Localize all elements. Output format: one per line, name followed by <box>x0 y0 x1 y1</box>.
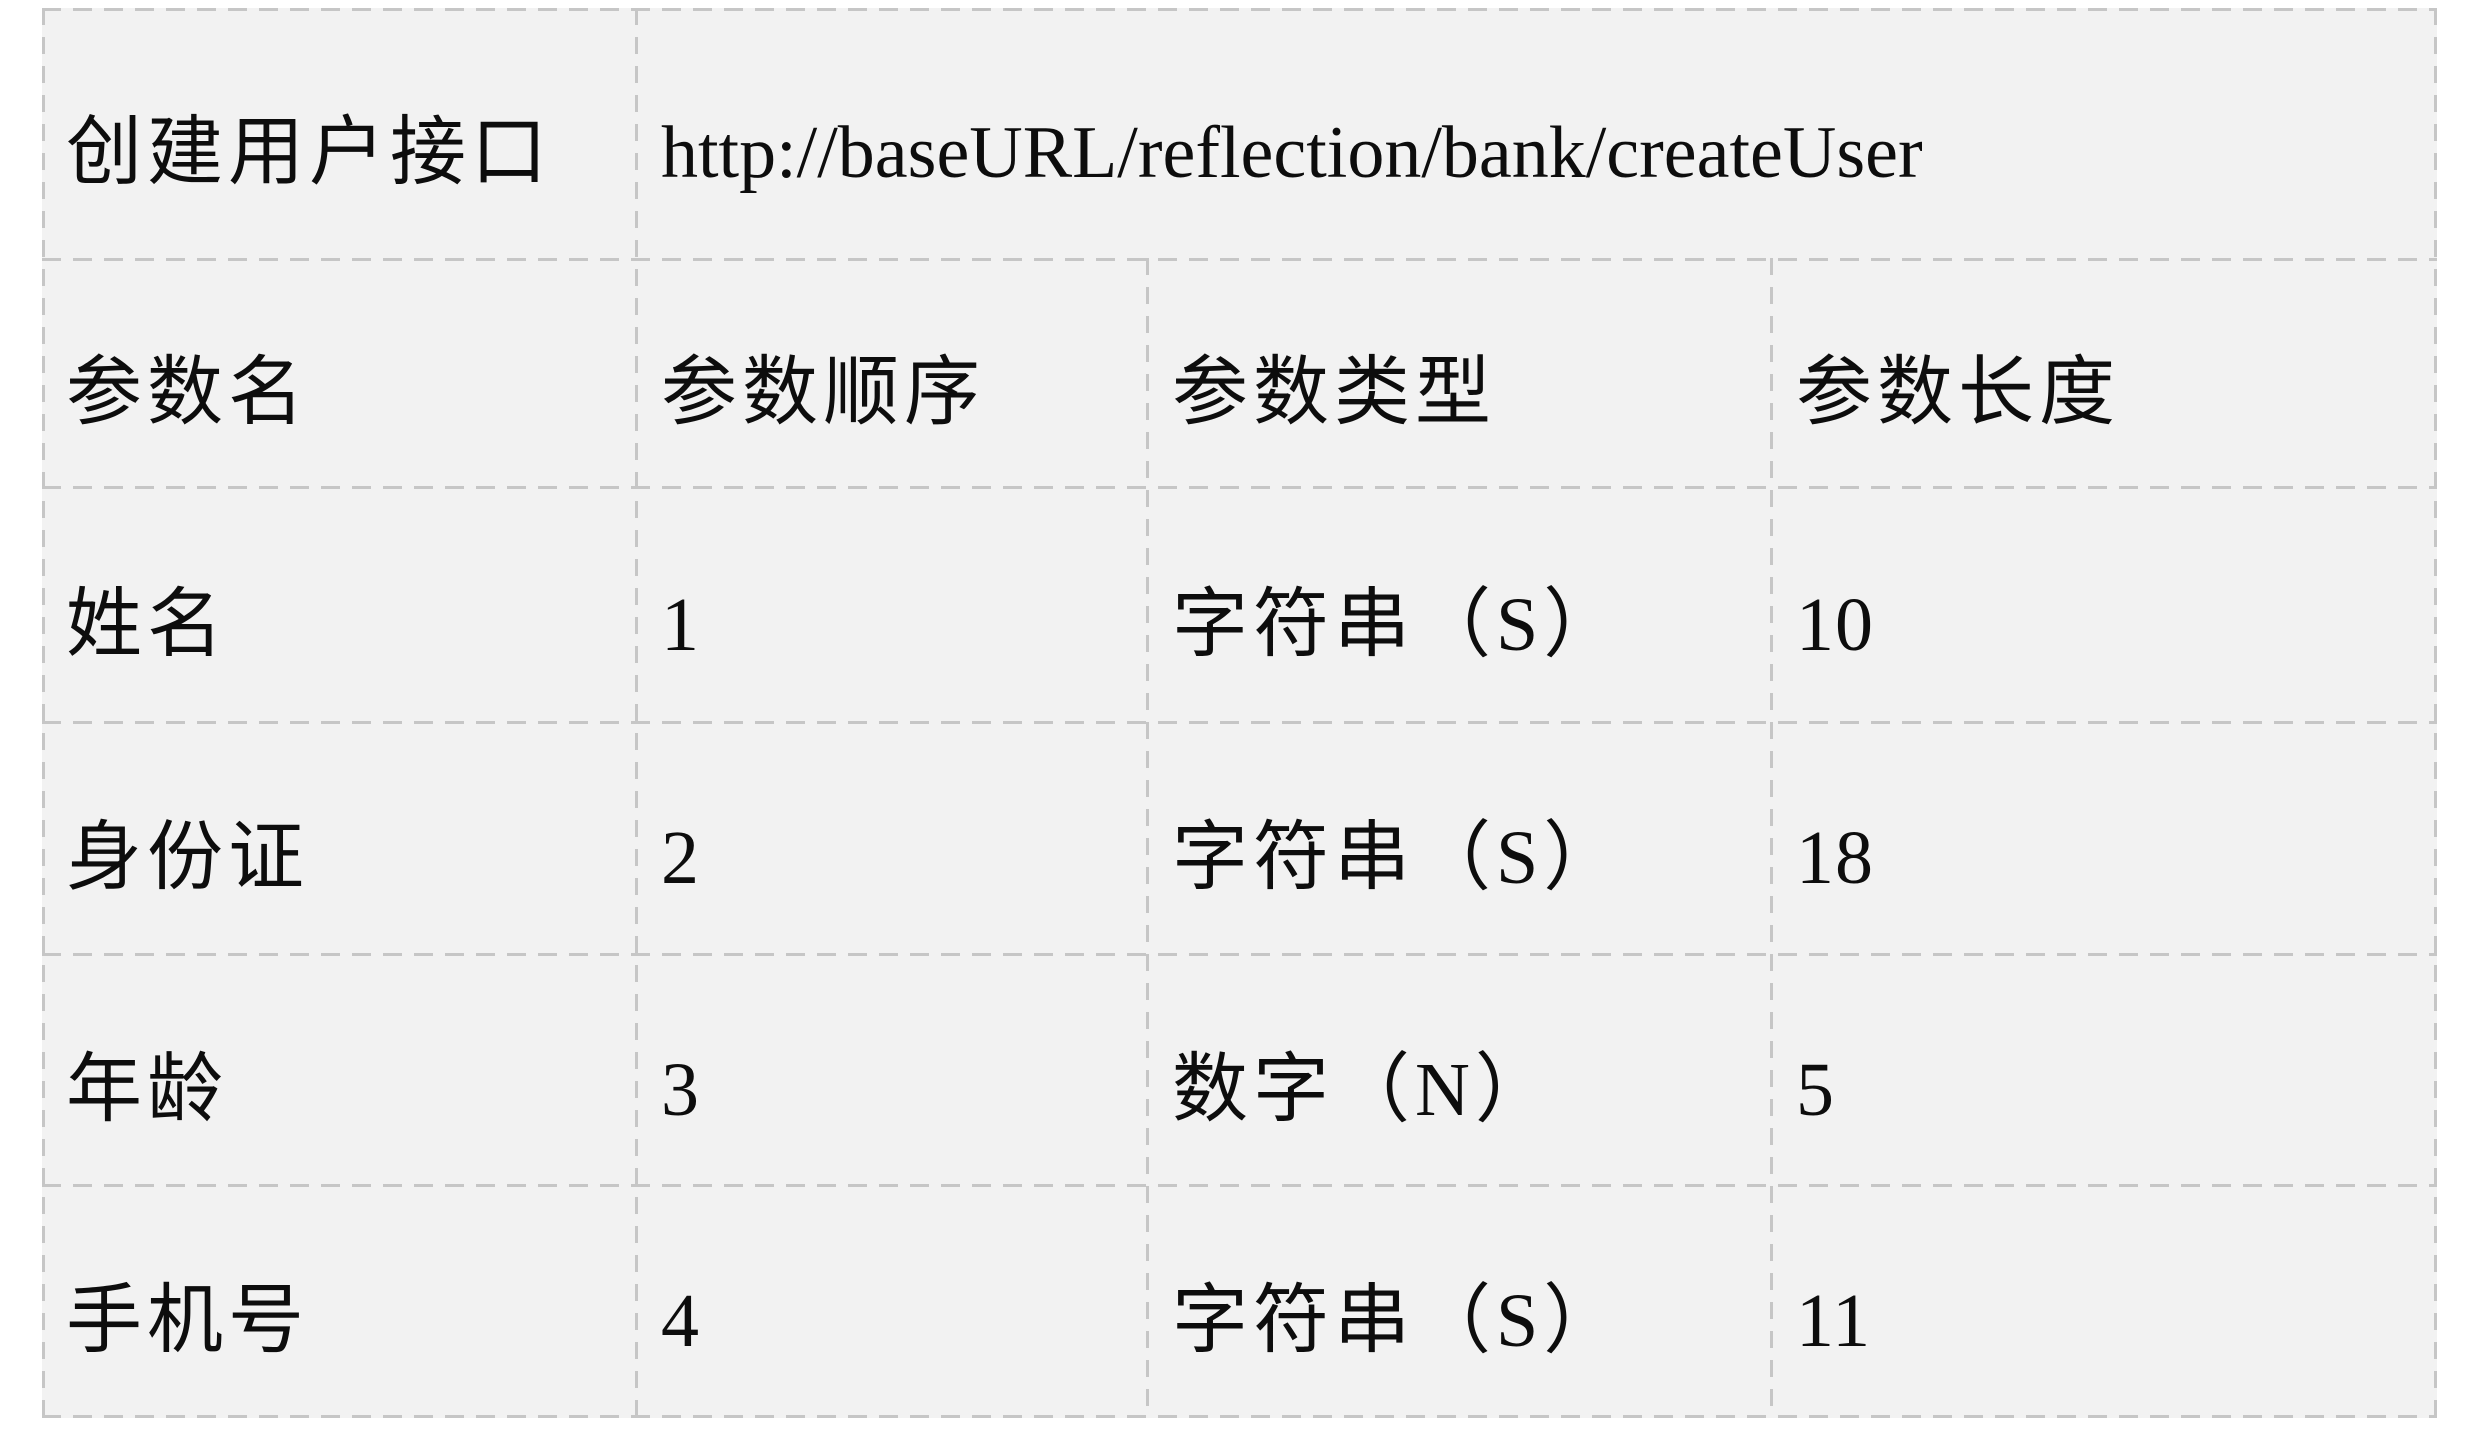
row-divider-5 <box>42 1184 2437 1187</box>
header-param-name: 参数名 <box>66 351 309 435</box>
cell-row2-order: 3 <box>661 1047 700 1132</box>
table-border-top <box>42 8 2437 11</box>
cell-row1-length: 18 <box>1796 816 1874 900</box>
col-divider-2 <box>1146 258 1149 1418</box>
cell-row3-name: 手机号 <box>66 1279 309 1363</box>
row-divider-1 <box>42 258 2437 261</box>
cell-row3-order: 4 <box>661 1279 700 1363</box>
api-parameters-table: 创建用户接口 http://baseURL/reflection/bank/cr… <box>42 8 2437 1418</box>
cell-row2-length: 5 <box>1796 1047 1835 1132</box>
cell-row1-name: 身份证 <box>66 816 309 900</box>
row-divider-4 <box>42 953 2437 956</box>
cell-row2-name: 年龄 <box>66 1047 228 1132</box>
cell-row0-type: 字符串（S） <box>1172 582 1625 667</box>
col-divider-3 <box>1770 258 1773 1418</box>
table-border-right <box>2434 8 2437 1418</box>
table-border-left <box>42 8 45 1418</box>
table-border-bottom <box>42 1415 2437 1418</box>
table-grid: 创建用户接口 http://baseURL/reflection/bank/cr… <box>42 8 2437 1418</box>
cell-row1-type: 字符串（S） <box>1172 816 1625 900</box>
interface-url-cell: http://baseURL/reflection/bank/createUse… <box>661 112 1923 194</box>
header-param-length: 参数长度 <box>1796 351 2120 435</box>
col-divider-1 <box>635 8 638 1418</box>
row-divider-2 <box>42 486 2437 489</box>
header-param-order: 参数顺序 <box>661 351 985 435</box>
cell-row0-name: 姓名 <box>66 582 228 667</box>
cell-row3-length: 11 <box>1796 1279 1872 1363</box>
interface-label-cell: 创建用户接口 <box>66 111 552 195</box>
cell-row0-length: 10 <box>1796 582 1874 667</box>
cell-row3-type: 字符串（S） <box>1172 1279 1625 1363</box>
cell-row0-order: 1 <box>661 582 700 667</box>
header-param-type: 参数类型 <box>1172 351 1496 435</box>
cell-row2-type: 数字（N） <box>1172 1047 1556 1132</box>
row-divider-3 <box>42 721 2437 724</box>
cell-row1-order: 2 <box>661 816 700 900</box>
